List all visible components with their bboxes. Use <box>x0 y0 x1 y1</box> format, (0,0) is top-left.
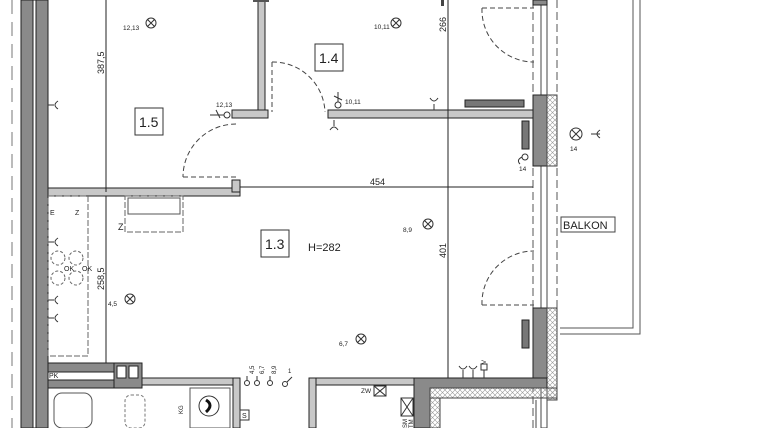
dimension-387-5: 387,5 <box>96 51 106 74</box>
v-label: V <box>482 360 488 364</box>
balcony-railing <box>560 0 641 335</box>
sink <box>127 197 181 215</box>
room-label-box <box>314 43 344 72</box>
z-label: Z <box>75 210 80 217</box>
circuit-label: 10,11 <box>345 99 361 106</box>
kitchen-counter <box>47 195 89 357</box>
ceiling-light-icon <box>124 17 583 345</box>
radiator <box>464 99 525 108</box>
room-1-5-label: 1.5 <box>139 114 159 130</box>
zw-box <box>373 385 387 397</box>
circuit-label: 10,11 <box>374 24 390 31</box>
circuit-label: 4,5 <box>108 301 117 308</box>
pillar <box>532 0 548 6</box>
wall <box>308 377 317 428</box>
door-swing-balcony-top <box>481 7 535 63</box>
sm-label: SM <box>403 419 409 428</box>
circuit-label: 4,5 <box>250 365 256 374</box>
sink-cabinet <box>124 195 184 233</box>
insulation <box>429 397 441 428</box>
pk-label: PK <box>49 373 59 380</box>
insulation <box>429 387 558 399</box>
switch-icon <box>210 92 601 165</box>
wall-cap <box>441 0 444 6</box>
wall <box>232 377 241 428</box>
zw-label: ZW <box>361 388 372 395</box>
wall-hall-north <box>308 377 415 386</box>
wall-bathroom-north <box>141 377 241 386</box>
circuit-label: 1 <box>288 369 292 375</box>
radiator <box>521 120 530 150</box>
kg-label: KG <box>179 405 185 414</box>
circuit-label: 14 <box>570 146 578 153</box>
boiler-glyph <box>204 398 212 414</box>
wall-stub <box>231 109 269 119</box>
wall-stub <box>231 179 241 193</box>
dimension-401: 401 <box>438 243 448 258</box>
door-swing-1-5 <box>182 123 237 178</box>
door-swing-1-4 <box>271 61 326 113</box>
circuit-label: 6,7 <box>260 365 266 374</box>
circuit-label: 12,13 <box>123 25 140 32</box>
ok-label: OK <box>82 266 92 273</box>
wall-cap <box>253 0 269 2</box>
z-label: Z <box>118 222 124 232</box>
balcony-label-box <box>560 216 616 233</box>
door-swing-balcony <box>481 250 535 306</box>
toilet <box>124 394 146 428</box>
balcony-label: BALKON <box>563 220 608 232</box>
ok-label: OK <box>64 266 74 273</box>
pillar <box>532 94 548 167</box>
tm-label: TM <box>409 419 415 428</box>
insulation <box>546 94 558 167</box>
dimension-266: 266 <box>438 17 448 32</box>
room-1-4-label: 1.4 <box>319 50 339 66</box>
circuit-label: 6,7 <box>339 341 348 348</box>
circuit-label: 8,9 <box>272 365 278 374</box>
room-label-box <box>134 107 164 136</box>
dimension-258-5: 258,5 <box>96 267 106 290</box>
exterior-wall-left <box>20 0 34 428</box>
shower <box>189 387 231 428</box>
e-label: E <box>50 210 55 217</box>
bathtub <box>53 392 93 428</box>
balcony-railing <box>560 0 634 329</box>
s-label: S <box>242 413 247 420</box>
circuit-label: 8,9 <box>403 227 412 234</box>
cooktop-icon <box>50 250 84 286</box>
wall-1-5-south <box>47 187 241 197</box>
wall-layer <box>35 0 49 428</box>
vent <box>128 365 139 379</box>
socket-icon <box>48 97 488 378</box>
s-box <box>239 409 250 421</box>
room-1-3-label: 1.3 <box>265 236 285 252</box>
window-glazing <box>540 0 548 428</box>
circuit-label: 12,13 <box>216 102 233 109</box>
zw-box-cross <box>373 385 387 397</box>
wall-1-4-south <box>327 109 534 119</box>
wall-1-5-1-4 <box>257 0 266 113</box>
radiator <box>521 319 530 349</box>
vent <box>116 365 127 379</box>
boiler-icon <box>198 395 220 417</box>
circuit-label: 14 <box>519 166 527 173</box>
insulation <box>546 307 558 401</box>
meter-box-cross <box>400 397 414 417</box>
dimension-454: 454 <box>370 177 385 187</box>
meter-box <box>400 397 414 417</box>
pillar <box>532 307 548 389</box>
room-height-label: H=282 <box>308 242 341 254</box>
switch-group-icon <box>244 376 293 387</box>
room-label-box <box>260 229 290 258</box>
